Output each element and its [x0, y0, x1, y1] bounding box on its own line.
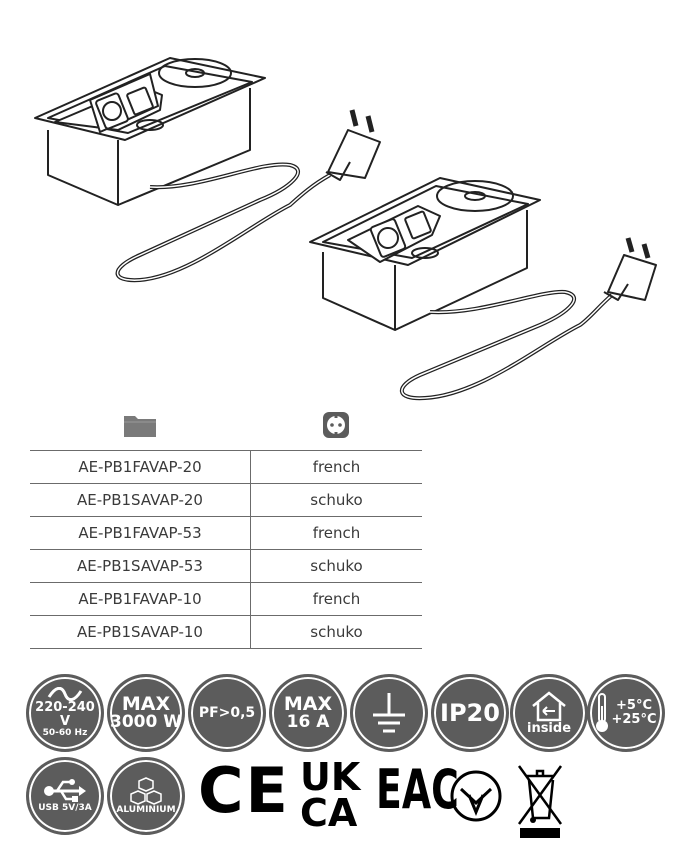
max-power-badge: MAX 3000 W — [107, 674, 185, 752]
socket-type: schuko — [250, 483, 422, 517]
model-table: AE-PB1FAVAP-20 french AE-PB1SAVAP-20 sch… — [30, 450, 422, 649]
table-row: AE-PB1FAVAP-20 french — [30, 450, 422, 484]
max-current-badge: MAX 16 A — [269, 674, 347, 752]
socket-icon — [323, 412, 349, 438]
ce-mark: CE — [198, 754, 290, 827]
plug-2 — [603, 237, 657, 301]
socket-type: french — [250, 582, 422, 616]
voltage-badge: 220-240 V 50-60 Hz — [26, 674, 104, 752]
ac-wave-icon — [47, 687, 83, 702]
table-row: AE-PB1FAVAP-53 french — [30, 516, 422, 550]
cubes-icon — [130, 777, 162, 805]
socket-type: french — [250, 516, 422, 550]
ukca-mark: UK CA — [300, 755, 361, 835]
model-code: AE-PB1SAVAP-10 — [30, 615, 251, 649]
table-row: AE-PB1SAVAP-53 schuko — [30, 549, 422, 583]
power-box-1 — [34, 57, 266, 206]
socket-type: french — [250, 450, 422, 484]
power-factor-badge: PF>0,5 — [188, 674, 266, 752]
thermometer-icon — [596, 693, 609, 732]
power-box-2 — [309, 177, 541, 331]
socket-type: schuko — [250, 615, 422, 649]
crossed-bin-icon — [517, 765, 563, 838]
model-code: AE-PB1SAVAP-20 — [30, 483, 251, 517]
earth-badge — [350, 674, 428, 752]
table-row: AE-PB1SAVAP-10 schuko — [30, 615, 422, 649]
ukrainian-conformity-icon — [450, 770, 502, 822]
product-illustration — [34, 57, 657, 401]
house-icon — [532, 691, 566, 722]
folder-icon — [124, 416, 156, 437]
model-code: AE-PB1FAVAP-53 — [30, 516, 251, 550]
model-code: AE-PB1FAVAP-20 — [30, 450, 251, 484]
temperature-badge: +5°C +25°C — [587, 674, 665, 752]
ground-icon — [373, 693, 405, 733]
model-code: AE-PB1SAVAP-53 — [30, 549, 251, 583]
usb-badge: USB 5V/3A — [26, 757, 104, 835]
table-row: AE-PB1SAVAP-20 schuko — [30, 483, 422, 517]
socket-type: schuko — [250, 549, 422, 583]
table-row: AE-PB1FAVAP-10 french — [30, 582, 422, 616]
model-code: AE-PB1FAVAP-10 — [30, 582, 251, 616]
aluminium-badge: ALUMINIUM — [107, 757, 185, 835]
plug-1 — [325, 109, 381, 181]
eac-mark: EAC — [376, 758, 459, 821]
usb-icon — [44, 779, 86, 803]
indoor-badge: inside — [510, 674, 588, 752]
ip-rating-badge: IP20 — [431, 674, 509, 752]
